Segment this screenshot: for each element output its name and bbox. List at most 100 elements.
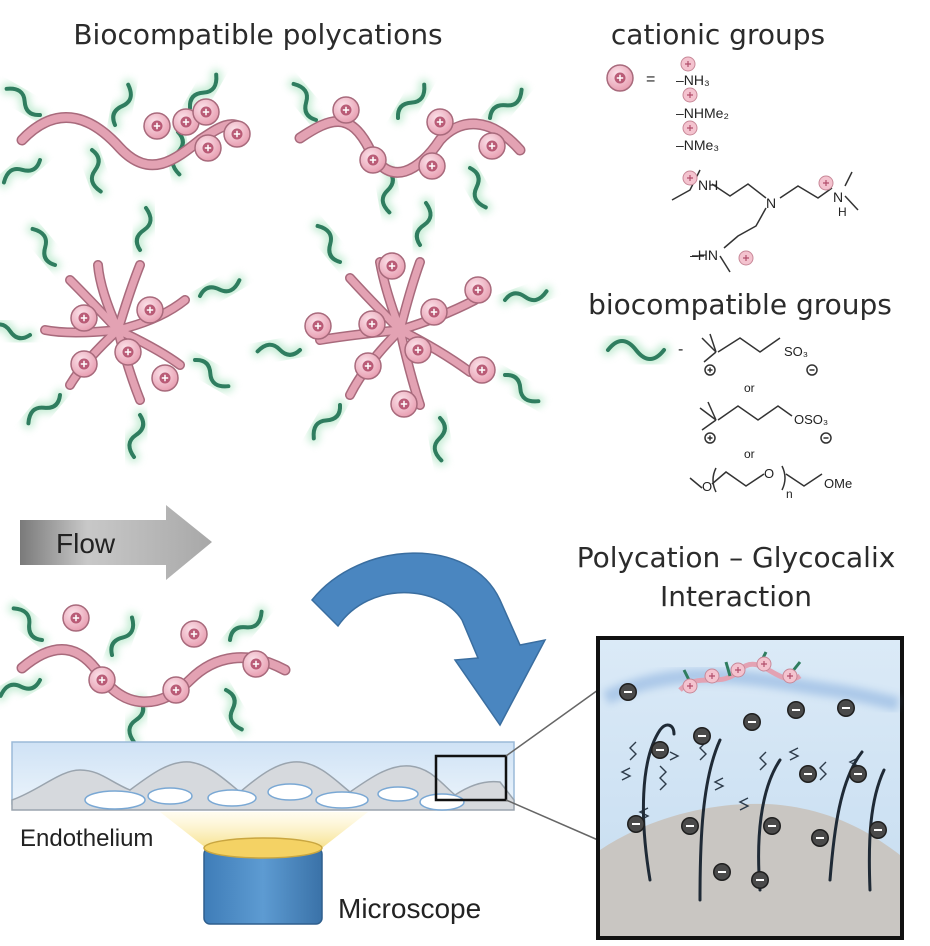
anionic-charge <box>626 814 646 834</box>
anionic-charge <box>650 740 670 760</box>
cationic-bead <box>390 390 418 418</box>
pendant-chain <box>257 340 301 361</box>
anionic-charge <box>868 820 888 840</box>
linear-polycation-2 <box>287 80 526 213</box>
cationic-bead <box>162 676 190 704</box>
formula-nhme2: –NHMe₂ <box>676 105 729 121</box>
equals-sign: = <box>646 71 655 88</box>
amine-hn-bottom: –HN <box>690 247 718 263</box>
cationic-bead <box>223 120 251 148</box>
flow-streak <box>602 668 900 711</box>
cationic-groups-panel: = –NH₃ –NHMe₂ –NMe₃ NH N N H –HN <box>606 56 859 273</box>
cationic-bead <box>464 276 492 304</box>
title-cationic-groups: cationic groups <box>611 18 825 51</box>
peg-structure <box>689 465 823 493</box>
flow-arrow: Flow <box>20 505 212 580</box>
peg-repeat-n: n <box>786 487 793 501</box>
pendant-chain <box>82 149 109 193</box>
star-polycation-2 <box>257 203 548 461</box>
flowing-polycation <box>0 605 291 742</box>
bound-polycation <box>678 651 802 694</box>
charge-marker <box>818 175 834 191</box>
bound-bead <box>730 662 746 678</box>
endothelium-label: Endothelium <box>20 825 153 852</box>
pendant-chain <box>430 417 451 461</box>
cationic-bead <box>114 338 142 366</box>
pendant-chain <box>217 688 250 731</box>
anionic-charge <box>618 682 638 702</box>
bound-bead <box>682 678 698 694</box>
peg-repeat-o: O <box>764 466 774 481</box>
pendant-chain <box>137 208 151 250</box>
biocompatible-groups-panel: - SO₃ or OSO₃ or O O n OMe <box>602 333 852 501</box>
cell-nuclei <box>84 783 465 811</box>
zoom-region-box <box>434 754 508 802</box>
pendant-chain <box>310 400 343 443</box>
flow-label: Flow <box>56 528 116 559</box>
pendant-chain <box>504 283 548 310</box>
title-biocompatible-groups: biocompatible groups <box>588 288 892 321</box>
bound-bead <box>782 668 798 684</box>
pendant-chain <box>112 83 133 127</box>
formula-nh3: –NH₃ <box>676 72 710 88</box>
title-interaction-line2: Interaction <box>660 580 812 613</box>
cationic-bead <box>242 650 270 678</box>
curved-delivery-arrow <box>310 552 547 727</box>
cationic-bead <box>468 356 496 384</box>
pendant-chain <box>2 85 45 118</box>
microscope-icon <box>160 812 368 925</box>
anionic-charge <box>750 870 770 890</box>
pendant-chain <box>0 671 42 704</box>
pendant-chain <box>287 81 325 122</box>
charge-marker <box>682 120 698 136</box>
amine-n-center: N <box>766 195 776 211</box>
title-biocompatible-polycations: Biocompatible polycations <box>73 18 442 51</box>
cationic-bead <box>70 350 98 378</box>
amine-n-right: N <box>833 189 843 205</box>
anionic-charge <box>798 764 818 784</box>
star-polycation-1 <box>0 208 242 457</box>
cationic-bead <box>88 666 116 694</box>
branched-amine-structure <box>671 169 859 273</box>
sulfate-betaine-structure <box>699 401 832 444</box>
anionic-charge <box>786 700 806 720</box>
cationic-bead <box>418 152 446 180</box>
charge-marker <box>682 87 698 103</box>
pendant-chain <box>417 203 431 245</box>
cationic-bead <box>359 146 387 174</box>
or-separator-1: or <box>744 381 755 395</box>
sulfobetaine-structure <box>701 333 818 376</box>
cationic-bead <box>478 132 506 160</box>
cationic-bead <box>192 98 220 126</box>
cationic-bead <box>304 312 332 340</box>
zoom-line-bottom <box>505 799 599 841</box>
pendant-chain <box>129 415 143 457</box>
pendant-chain <box>1 152 42 190</box>
bound-bead <box>756 656 772 672</box>
or-separator-2: or <box>744 447 755 461</box>
anionic-charge <box>692 726 712 746</box>
anionic-charge <box>762 816 782 836</box>
chain-legend <box>602 335 670 365</box>
pendant-chain <box>190 357 233 390</box>
glycocalyx-inset <box>596 636 904 940</box>
pendant-chain <box>228 606 266 647</box>
cationic-bead <box>180 620 208 648</box>
pendant-chain <box>109 614 136 658</box>
sulfate-tail: OSO₃ <box>794 412 828 427</box>
cationic-bead <box>404 336 432 364</box>
charge-marker <box>682 170 698 186</box>
anionic-charge <box>810 828 830 848</box>
zoom-line-top <box>505 689 599 757</box>
cationic-bead <box>136 296 164 324</box>
formula-nme3: –NMe₃ <box>676 137 719 153</box>
cationic-bead <box>378 252 406 280</box>
title-interaction-line1: Polycation – Glycocalix <box>577 541 896 574</box>
cationic-bead <box>194 134 222 162</box>
pendant-chain <box>461 166 494 209</box>
peg-end-ome: OMe <box>824 476 852 491</box>
cationic-bead <box>420 298 448 326</box>
linear-polycation-1 <box>1 70 251 193</box>
amine-nh-left: NH <box>698 177 718 193</box>
